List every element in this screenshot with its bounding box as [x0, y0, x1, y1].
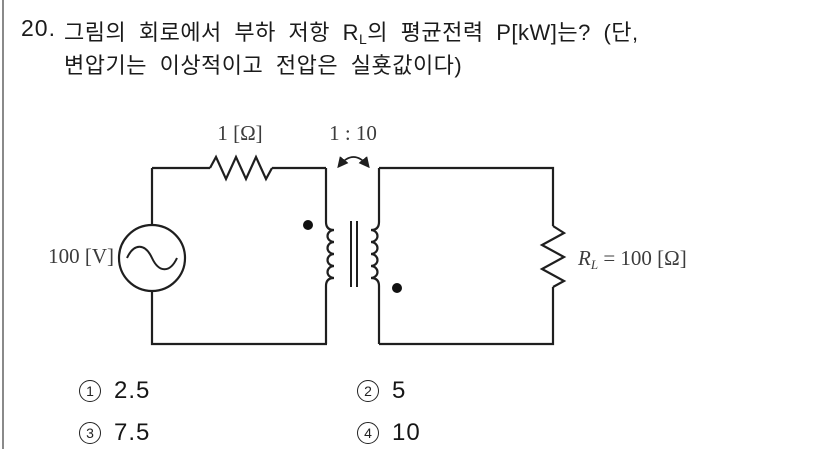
option-1-number-icon[interactable]: 1	[79, 380, 101, 402]
turns-ratio-arrow-icon	[337, 156, 370, 169]
option-4-number-icon[interactable]: 4	[357, 422, 379, 444]
load-value: = 100 [Ω]	[603, 246, 687, 270]
answer-option-2[interactable]: 2 5	[357, 377, 406, 405]
secondary-polarity-dot	[392, 283, 402, 293]
series-resistor	[209, 154, 273, 182]
question-line1-prefix: 그림의 회로에서 부하 저항 R	[64, 20, 359, 45]
secondary-loop-wire	[379, 166, 555, 346]
load-resistor	[539, 225, 567, 288]
question-text-line2: 변압기는 이상적이고 전압은 실횻값이다)	[64, 53, 463, 78]
turns-ratio-label: 1 : 10	[329, 121, 377, 145]
option-2-value: 5	[392, 377, 407, 404]
load-symbol: R	[578, 246, 591, 270]
question-text-line1: 그림의 회로에서 부하 저항 RL의 평균전력 P[kW]는? (단,	[64, 15, 639, 47]
option-3-value: 7.5	[114, 419, 151, 446]
load-resistor-label: RL = 100 [Ω]	[578, 246, 687, 273]
primary-polarity-dot	[303, 220, 313, 230]
sine-wave-icon	[126, 245, 178, 271]
option-4-value: 10	[392, 419, 421, 446]
series-resistor-label: 1 [Ω]	[217, 121, 263, 145]
transformer-primary-coil	[324, 168, 335, 344]
transformer-secondary-coil	[370, 168, 381, 344]
load-resistor-subscript: L	[358, 31, 368, 47]
answer-option-3[interactable]: 3 7.5	[79, 419, 150, 447]
question-number: 20.	[21, 15, 56, 41]
option-2-number-icon[interactable]: 2	[357, 380, 379, 402]
question-line1-suffix: 의 평균전력 P[kW]는? (단,	[367, 20, 639, 45]
source-voltage-label: 100 [V]	[48, 244, 114, 268]
option-3-number-icon[interactable]: 3	[79, 422, 101, 444]
option-1-value: 2.5	[114, 377, 151, 404]
page-left-border	[2, 0, 4, 449]
answer-option-4[interactable]: 4 10	[357, 419, 421, 447]
load-symbol-sub: L	[590, 257, 599, 272]
primary-loop-wire	[150, 166, 327, 346]
answer-option-1[interactable]: 1 2.5	[79, 377, 150, 405]
transformer-core	[350, 221, 358, 287]
